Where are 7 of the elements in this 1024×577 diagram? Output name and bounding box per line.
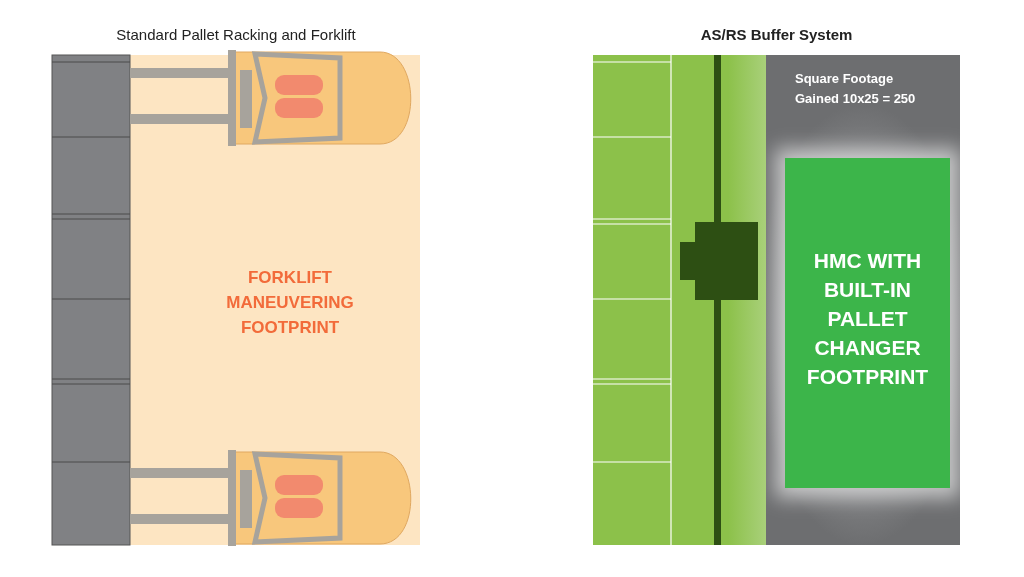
area-label: Square Footage Gained 10x25 = 250 xyxy=(795,70,917,108)
footprint-label: HMC WITH BUILT-IN PALLET CHANGER FOOTPRINT xyxy=(805,248,930,390)
machine-footprint xyxy=(785,158,950,488)
gained-floor-area xyxy=(765,55,960,545)
area-label: FORKLIFT MANEUVERING FOOTPRINT xyxy=(225,267,355,339)
panel-heading: AS/RS Buffer System xyxy=(699,26,854,43)
panel-heading: Standard Pallet Racking and Forklift xyxy=(115,26,357,43)
